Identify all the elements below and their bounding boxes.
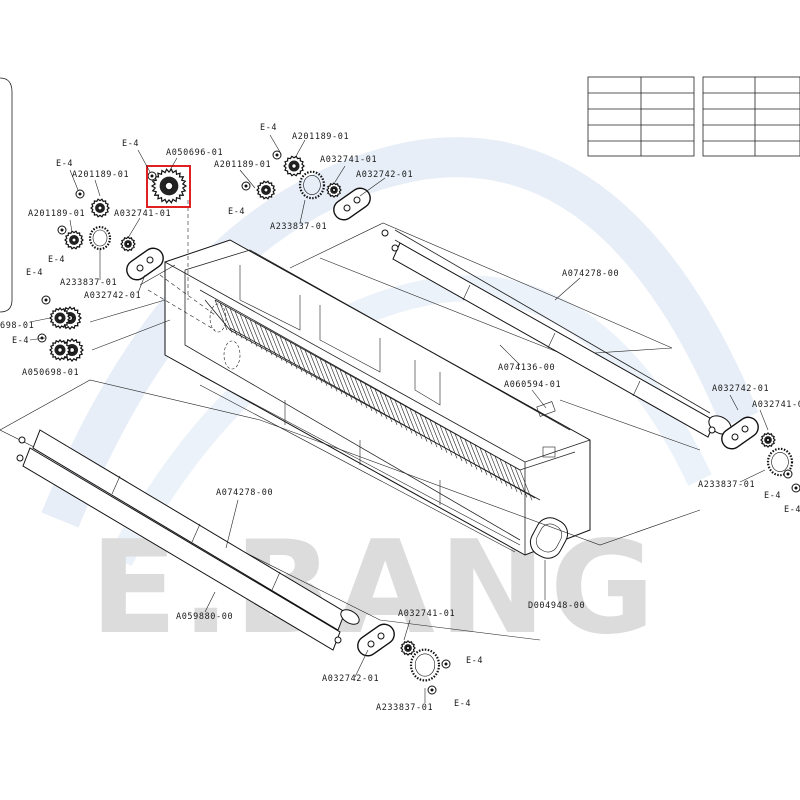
label-e4: E-4 <box>26 268 43 278</box>
label-e4: E-4 <box>122 139 139 149</box>
spring-a233837 <box>298 170 326 200</box>
label-a201189: A201189-01 <box>28 209 85 219</box>
washer-e4 <box>791 483 800 493</box>
side-bracket <box>0 77 13 313</box>
highlight-box <box>146 165 191 208</box>
spring-a233837 <box>409 648 441 682</box>
slot-hole <box>529 517 569 559</box>
label-e4: E-4 <box>56 159 73 169</box>
washer-e4 <box>75 189 85 199</box>
label-a074278: A074278-00 <box>562 269 619 279</box>
watermark-arc <box>41 137 759 528</box>
label-a050698-cut: 698-01 <box>0 321 34 331</box>
sensor-block <box>542 446 556 458</box>
label-e4: E-4 <box>48 255 65 265</box>
gear-a050698 <box>49 307 71 329</box>
plate-a032742 <box>333 187 371 221</box>
washer-e4 <box>57 225 67 235</box>
label-a032742: A032742-01 <box>84 291 141 301</box>
label-e4: E-4 <box>466 656 483 666</box>
gear-a050698 <box>49 339 71 361</box>
label-a032742: A032742-01 <box>322 674 379 684</box>
gear-a032741 <box>400 640 416 656</box>
label-a233837: A233837-01 <box>270 222 327 232</box>
washer-e4 <box>37 333 47 343</box>
label-e4: E-4 <box>764 491 781 501</box>
label-tag <box>536 401 556 417</box>
watermark-arc <box>108 275 712 567</box>
label-e4: E-4 <box>784 505 800 515</box>
label-a233837: A233837-01 <box>376 703 433 713</box>
label-e4: E-4 <box>12 336 29 346</box>
plate-a032742 <box>357 623 395 657</box>
spring-a233837 <box>88 225 112 251</box>
label-a233837: A233837-01 <box>60 278 117 288</box>
gear-a201189 <box>90 198 110 218</box>
washer-e4 <box>272 150 282 160</box>
label-a032741-cut: A032741-0 <box>752 400 800 410</box>
parts-table-left <box>587 76 695 157</box>
roller-upper <box>381 229 732 438</box>
label-a059880: A059880-00 <box>176 612 233 622</box>
label-a032742: A032742-01 <box>712 384 769 394</box>
label-e4: E-4 <box>228 207 245 217</box>
label-e4: E-4 <box>260 123 277 133</box>
gear-a201189 <box>256 180 276 200</box>
label-a032741: A032741-01 <box>398 609 455 619</box>
label-a201189: A201189-01 <box>214 160 271 170</box>
gear-a201189 <box>64 230 84 250</box>
label-a233837: A233837-01 <box>698 480 755 490</box>
label-a050698: A050698-01 <box>22 368 79 378</box>
label-a201189: A201189-01 <box>72 170 129 180</box>
gear-a201189 <box>283 155 305 177</box>
label-a201189: A201189-01 <box>292 132 349 142</box>
washer-e4 <box>41 295 51 305</box>
spring-a233837 <box>766 447 794 477</box>
label-a032741: A032741-01 <box>320 155 377 165</box>
plate-a032742 <box>126 247 164 281</box>
part-labels: E-4 A050696-01 E-4 A201189-01 A201189-01… <box>0 123 800 713</box>
washer-e4 <box>441 659 451 669</box>
washer-e4 <box>427 685 437 695</box>
label-d004948: D004948-00 <box>528 601 585 611</box>
gear-a032741 <box>760 432 776 448</box>
label-a050696: A050696-01 <box>166 148 223 158</box>
label-a060594: A060594-01 <box>504 380 561 390</box>
label-a074136: A074136-00 <box>498 363 555 373</box>
label-a074278: A074278-00 <box>216 488 273 498</box>
roller-lower <box>16 429 360 651</box>
parts-table-right <box>702 76 800 157</box>
rack-tooth <box>219 302 233 333</box>
leader-lines <box>29 134 769 703</box>
label-a032742: A032742-01 <box>356 170 413 180</box>
gear-a050696 <box>150 168 188 204</box>
main-frame <box>147 200 591 559</box>
washer-e4 <box>783 469 793 479</box>
gear-group <box>37 150 800 695</box>
washer-e4 <box>147 171 157 181</box>
label-e4: E-4 <box>454 699 471 709</box>
label-a032741: A032741-01 <box>114 209 171 219</box>
washer-e4 <box>241 181 251 191</box>
gear-a032741 <box>326 182 342 198</box>
gear-a032741 <box>120 236 136 252</box>
plate-a032742 <box>721 416 759 450</box>
